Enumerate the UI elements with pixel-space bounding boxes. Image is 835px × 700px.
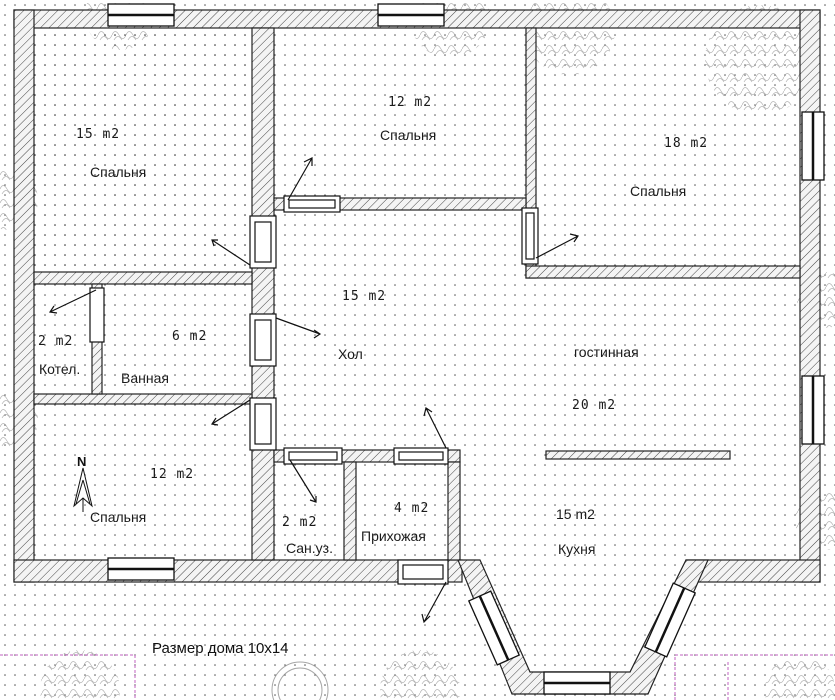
room-area: 15 m2	[556, 506, 595, 522]
room-name: Ванная	[121, 370, 169, 386]
room-name: Кухня	[558, 541, 595, 557]
room-area: 20 m2	[572, 398, 616, 413]
room-area: 12 m2	[388, 95, 432, 110]
north-label: N	[77, 454, 86, 469]
room-area: 15 m2	[76, 127, 120, 142]
room-interiors	[34, 28, 250, 272]
door-swings	[48, 157, 579, 624]
room-name: Спальня	[380, 127, 436, 143]
north-arrow	[73, 467, 93, 512]
room-name: Прихожая	[361, 528, 426, 544]
room-labels: 15 m2 Спальня 12 m2 Спальня 18 m2 Спальн…	[38, 95, 708, 557]
property-lines	[0, 654, 835, 700]
room-area: 2 m2	[38, 334, 73, 349]
windows	[107, 3, 825, 695]
room-name: Спальня	[90, 164, 146, 180]
room-area: 2 m2	[282, 515, 317, 530]
room-area: 15 m2	[342, 289, 386, 304]
room-name: Спальня	[630, 183, 686, 199]
room-name: гостинная	[574, 344, 639, 360]
room-area: 4 m2	[394, 501, 429, 516]
room-area: 12 m2	[150, 467, 194, 482]
room-name: Сан.уз.	[286, 540, 333, 556]
room-area: 18 m2	[664, 136, 708, 151]
room-name: Спальня	[90, 509, 146, 525]
room-area: 6 m2	[172, 329, 207, 344]
doors	[89, 195, 539, 585]
room-name: Котел.	[39, 361, 80, 377]
house-size-caption: Размер дома 10x14	[152, 640, 289, 657]
room-name: Хол	[338, 346, 363, 362]
